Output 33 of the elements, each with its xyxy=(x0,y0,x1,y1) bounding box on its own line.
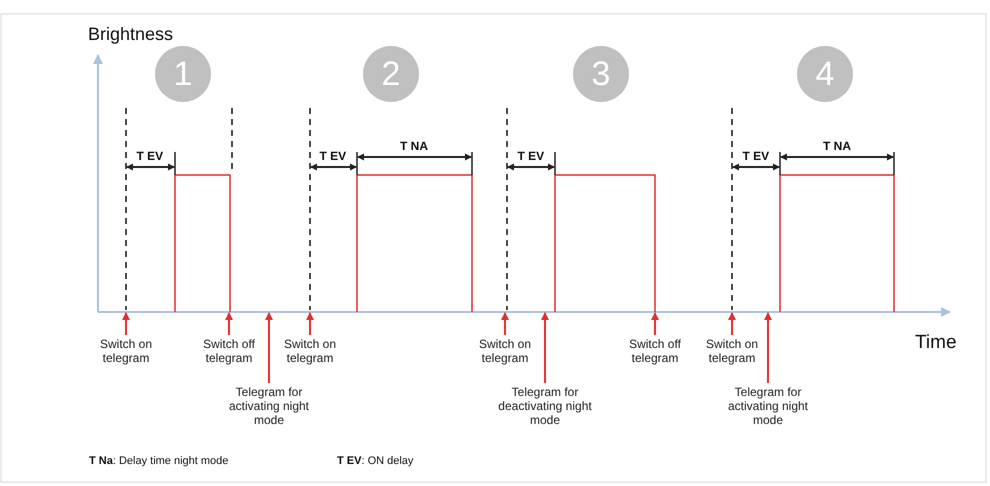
leader-arrow xyxy=(728,312,736,335)
event-label: Telegram for activating night mode xyxy=(220,385,318,427)
leader-arrow xyxy=(651,312,659,335)
leader-arrow xyxy=(501,312,509,335)
leader-arrow xyxy=(265,312,273,383)
leader-arrow xyxy=(541,312,549,383)
dimension-label: T NA xyxy=(823,139,851,153)
dimension-label: T EV xyxy=(742,149,770,163)
leader-arrow xyxy=(306,312,314,335)
step-number: 2 xyxy=(363,46,419,102)
leader-arrow xyxy=(764,312,772,383)
dimension-label: T EV xyxy=(136,149,164,163)
dimension-label: T EV xyxy=(518,149,544,163)
dimension-label: T NA xyxy=(400,139,428,153)
step-number: 4 xyxy=(797,46,853,102)
event-label: Telegram for activating night mode xyxy=(719,385,817,427)
event-label: Switch on telegram xyxy=(703,337,761,365)
legend-note: T Na: Delay time night mode xyxy=(89,455,228,467)
event-label: Switch on telegram xyxy=(476,337,534,365)
event-label: Switch off telegram xyxy=(626,337,684,365)
leader-arrow xyxy=(122,312,130,335)
legend-note: T EV: ON delay xyxy=(337,455,414,467)
event-label: Telegram for deactivating night mode xyxy=(488,385,602,427)
axis-title: Brightness xyxy=(88,24,174,45)
dimension-label: T EV xyxy=(320,149,346,163)
time-axis xyxy=(98,307,951,317)
step-number: 3 xyxy=(573,46,629,102)
axis-title: Time xyxy=(915,332,957,354)
event-label: Switch on telegram xyxy=(97,337,155,365)
leader-arrow xyxy=(225,312,233,335)
event-label: Switch off telegram xyxy=(200,337,258,365)
event-label: Switch on telegram xyxy=(281,337,339,365)
step-number: 1 xyxy=(155,46,211,102)
